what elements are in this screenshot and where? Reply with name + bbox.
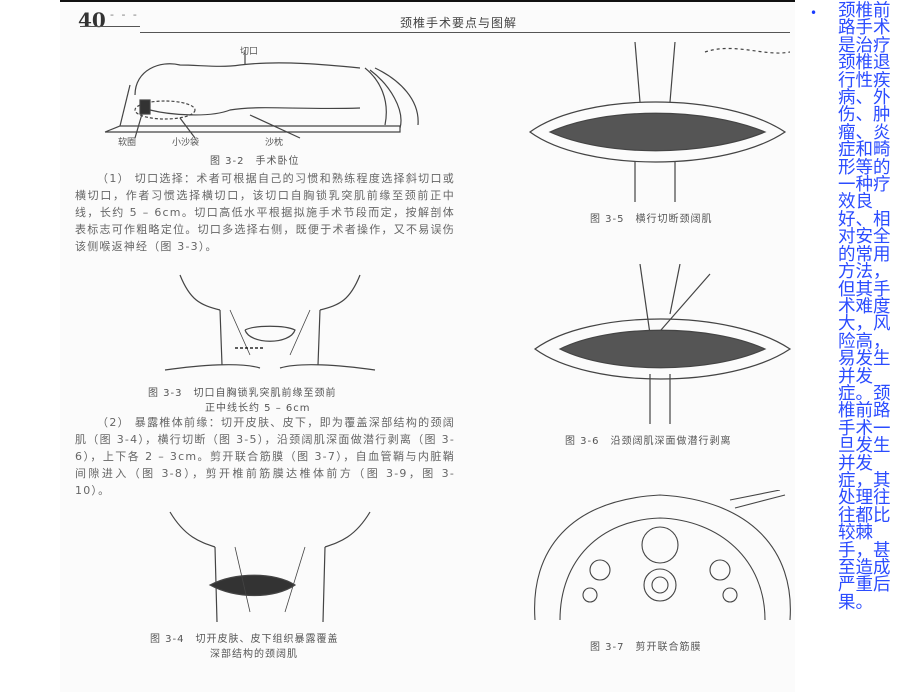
figure-3-2-caption: 图 3-2 手术卧位 [210,156,300,167]
figure-3-6-drawing [533,264,792,424]
label-incision: 切口 [240,47,259,57]
figure-3-7-drawing [534,490,791,621]
figure-3-4-caption-line1: 图 3-4 切开皮肤、皮下组织暴露覆盖 [150,634,339,645]
header-dashes: - - - [110,8,139,21]
figure-3-3-drawing [164,274,376,371]
bullet-icon: • [810,6,818,20]
running-head: 颈椎手术要点与图解 [400,16,518,30]
figure-3-5-caption: 图 3-5 横行切断颈阔肌 [590,214,713,225]
figure-3-4-drawing [169,511,371,623]
paragraph-2: （2） 暴露椎体前缘：切开皮肤、皮下，即为覆盖深部结构的颈阔肌（图 3-4），横… [75,416,455,497]
label-soft-ring: 软圈 [118,138,137,148]
header-rule-left [80,26,140,27]
figure-3-6-caption: 图 3-6 沿颈阔肌深面做潜行剥离 [565,436,732,447]
figure-3-3-caption-line1: 图 3-3 切口自胸锁乳突肌前缘至颈前 [148,388,337,399]
label-small-sandbag: 小沙袋 [172,138,200,148]
figure-3-7-caption: 图 3-7 剪开联合筋膜 [590,642,702,653]
header-rule [140,32,790,33]
figure-3-4-caption-line2: 深部结构的颈阔肌 [210,649,298,660]
label-sand-pillow: 沙枕 [265,138,284,148]
side-text-paragraph: 颈椎前路手术是治疗颈椎退行性疾病、外伤、肿瘤、炎症和畸形等的一种疗效良好、相对安… [838,1,891,613]
page-number: 40 [78,8,106,32]
scanned-book-page: 40 - - - 颈椎手术要点与图解 切口 软圈 小沙袋 沙枕 图 3-2 手术… [60,0,795,692]
paragraph-1: （1） 切口选择：术者可根据自己的习惯和熟练程度选择斜切口或横切口，作者习惯选择… [75,172,455,253]
figure-3-5-drawing [528,42,790,202]
figure-3-2-drawing [104,50,419,139]
figure-3-3-caption-line2: 正中线长约 5 – 6cm [205,403,311,414]
